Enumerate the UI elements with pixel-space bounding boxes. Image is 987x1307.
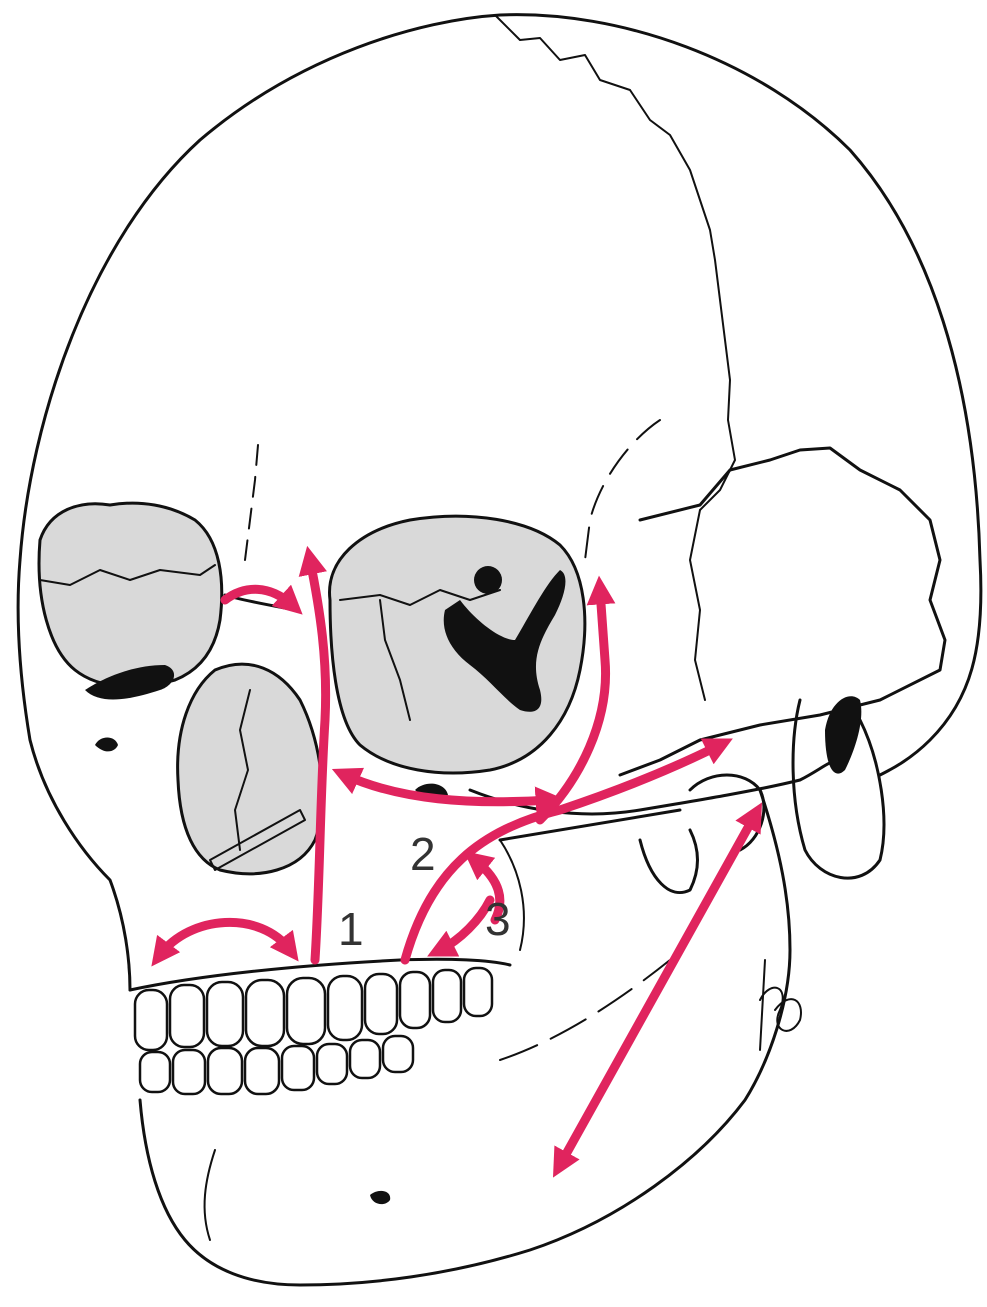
temporal-suture xyxy=(690,510,705,700)
tooth xyxy=(464,968,492,1016)
tooth xyxy=(350,1040,380,1078)
temporal-bone-outline xyxy=(620,448,945,775)
tooth xyxy=(383,1036,413,1072)
frontal-suture-left xyxy=(245,445,258,560)
tooth xyxy=(287,978,325,1044)
coronal-suture xyxy=(495,15,735,510)
tooth xyxy=(207,982,243,1046)
label-3: 3 xyxy=(485,893,511,945)
frontal-suture-right xyxy=(585,420,660,560)
tooth xyxy=(135,990,167,1050)
tooth xyxy=(173,1050,205,1094)
arrow-zygomaticomaxillary xyxy=(405,745,720,960)
zygomatic-arch xyxy=(470,760,840,814)
chin-line xyxy=(205,1150,215,1240)
right-orbit xyxy=(39,503,222,686)
tooth xyxy=(208,1048,242,1094)
label-2: 2 xyxy=(410,828,436,880)
tooth xyxy=(317,1044,347,1084)
optic-canal xyxy=(474,566,502,594)
arrow-zygomatic-buttress xyxy=(440,900,490,950)
tooth xyxy=(282,1046,314,1090)
arrow-palatal xyxy=(160,922,290,955)
tooth xyxy=(140,1052,170,1092)
tooth xyxy=(328,976,362,1040)
arrow-infraorbital-rim xyxy=(345,775,550,802)
tooth xyxy=(365,974,397,1034)
arrow-mandibular-ramus xyxy=(560,815,755,1165)
tooth xyxy=(246,980,284,1046)
tooth xyxy=(433,970,461,1022)
artist-signature xyxy=(760,960,801,1050)
mental-foramen xyxy=(370,1191,390,1204)
tooth xyxy=(170,985,204,1047)
tooth xyxy=(400,972,430,1028)
infraorbital-foramen-right xyxy=(95,738,118,752)
label-1: 1 xyxy=(338,903,364,955)
tooth xyxy=(245,1048,279,1094)
ear-canal xyxy=(825,696,861,773)
nasal-aperture xyxy=(178,664,323,874)
coronoid-process xyxy=(640,830,698,893)
